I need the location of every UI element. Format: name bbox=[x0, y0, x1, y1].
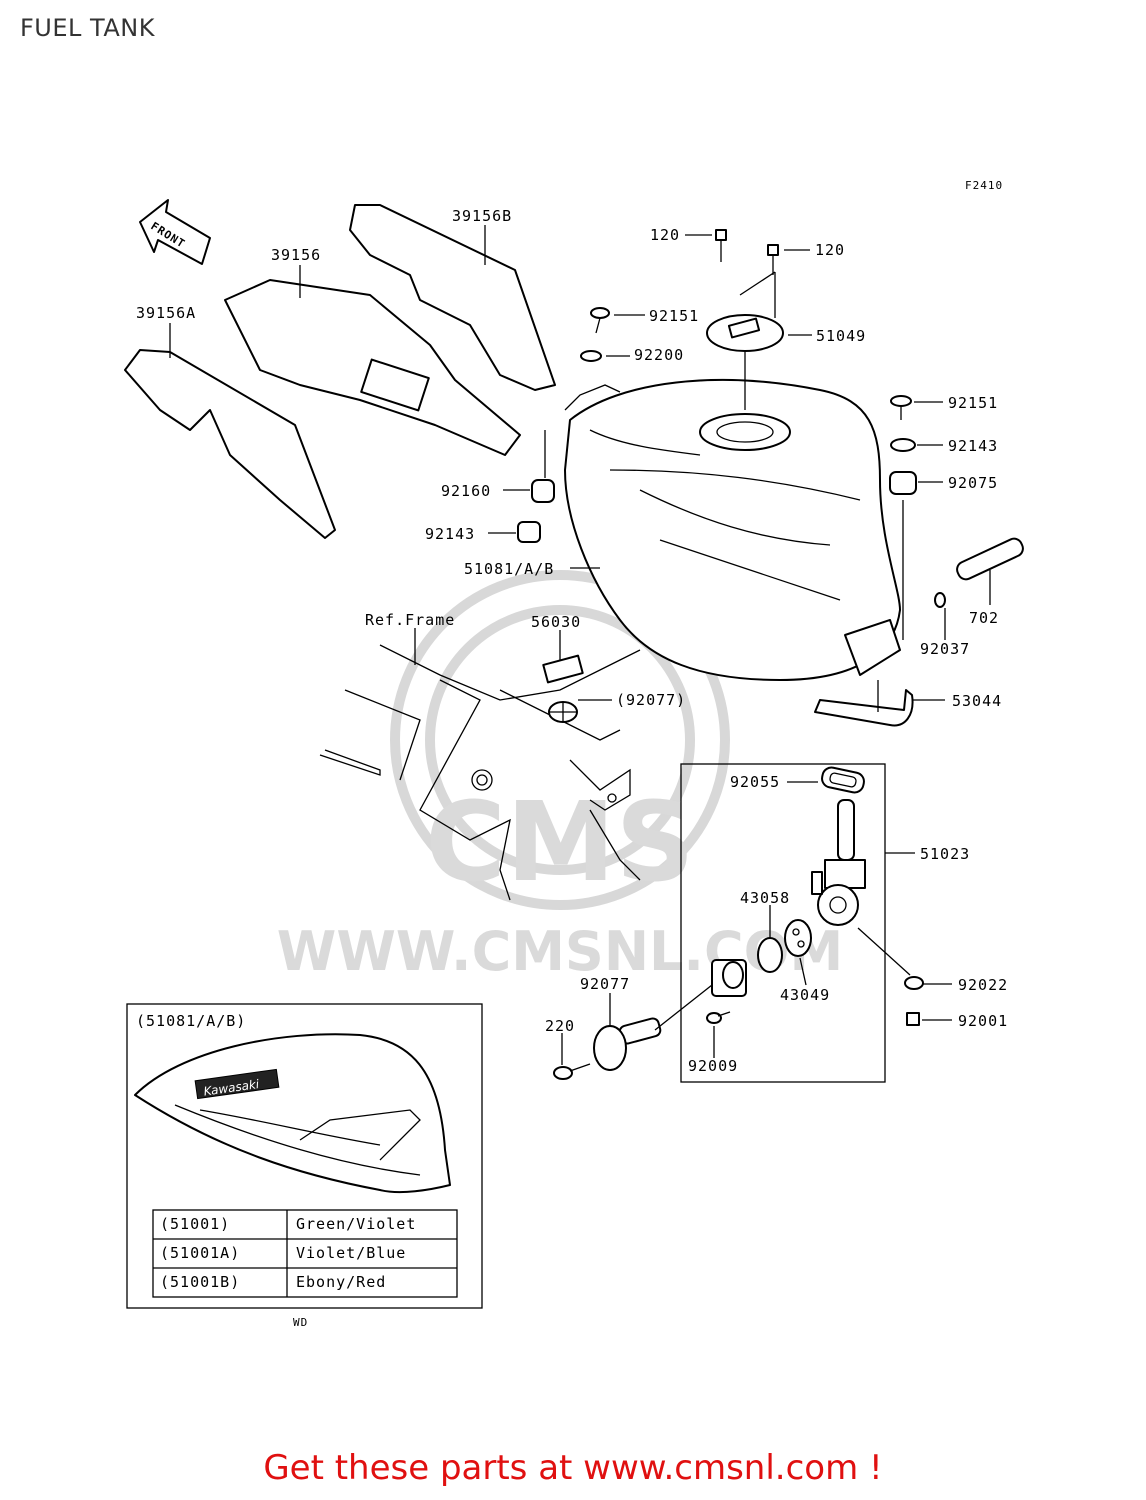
part-92037-clip bbox=[934, 592, 946, 608]
part-702-hose bbox=[956, 537, 1024, 581]
part-39156A-pad bbox=[124, 349, 336, 539]
label-92075: 92075 bbox=[948, 474, 998, 492]
fuel-tank-diagram: CMS WWW.CMSNL.COM F2410 FRONT bbox=[124, 179, 1024, 1329]
label-39156B: 39156B bbox=[452, 207, 512, 225]
label-92037: 92037 bbox=[920, 640, 970, 658]
part-51023-fuel-cock bbox=[811, 799, 866, 926]
label-51081: 51081/A/B bbox=[464, 560, 554, 578]
part-92055-gasket bbox=[821, 766, 865, 794]
part-39156B-pad bbox=[349, 204, 556, 391]
label-43058: 43058 bbox=[740, 889, 790, 907]
part-92151-bolt-right bbox=[890, 395, 912, 420]
label-92151-b: 92151 bbox=[948, 394, 998, 412]
label-92160: 92160 bbox=[441, 482, 491, 500]
color-table-color-2: Ebony/Red bbox=[296, 1273, 386, 1291]
page-title: FUEL TANK bbox=[20, 14, 155, 42]
label-120-a: 120 bbox=[650, 226, 680, 244]
part-56030-emblem bbox=[542, 654, 584, 684]
part-43058-o-ring bbox=[757, 937, 783, 973]
part-92001-bolt bbox=[906, 1012, 920, 1026]
promo-link[interactable]: Get these parts at www.cmsnl.com ! bbox=[263, 1448, 883, 1488]
part-92077-grommet-ref bbox=[548, 701, 578, 723]
watermark-url: WWW.CMSNL.COM bbox=[277, 920, 843, 983]
part-120-bolt-a bbox=[715, 229, 727, 262]
part-51049-fuel-cap bbox=[706, 314, 784, 352]
label-92022: 92022 bbox=[958, 976, 1008, 994]
part-92077-plate bbox=[711, 959, 747, 997]
figure-code: F2410 bbox=[965, 179, 1003, 192]
color-table-code-2: (51001B) bbox=[160, 1273, 240, 1291]
part-lever bbox=[593, 1017, 662, 1071]
part-39156-pad bbox=[224, 279, 521, 456]
label-92143-b: 92143 bbox=[425, 525, 475, 543]
leader-lines bbox=[169, 225, 991, 1065]
label-92077: 92077 bbox=[580, 975, 630, 993]
label-43049: 43049 bbox=[780, 986, 830, 1004]
part-92151-bolt-left bbox=[590, 307, 610, 334]
front-arrow-icon: FRONT bbox=[139, 199, 211, 265]
label-120-b: 120 bbox=[815, 241, 845, 259]
part-92143-collar-left bbox=[517, 521, 541, 543]
part-120-bolt-b bbox=[767, 244, 779, 275]
inset-title: (51081/A/B) bbox=[136, 1012, 246, 1030]
inset-footer-code: WD bbox=[293, 1316, 308, 1329]
label-56030: 56030 bbox=[531, 613, 581, 631]
label-51049: 51049 bbox=[816, 327, 866, 345]
label-92001: 92001 bbox=[958, 1012, 1008, 1030]
label-92009: 92009 bbox=[688, 1057, 738, 1075]
label-51023: 51023 bbox=[920, 845, 970, 863]
label-92143-a: 92143 bbox=[948, 437, 998, 455]
label-220: 220 bbox=[545, 1017, 575, 1035]
part-51081-fuel-tank bbox=[564, 379, 901, 681]
part-220-screw bbox=[553, 1063, 591, 1080]
part-92022-washer bbox=[904, 976, 924, 990]
color-table-color-0: Green/Violet bbox=[296, 1215, 416, 1233]
label-92151-a: 92151 bbox=[649, 307, 699, 325]
part-92160-damper bbox=[531, 479, 555, 503]
part-92143-collar-right bbox=[890, 438, 916, 452]
color-table bbox=[152, 1209, 458, 1298]
part-92200-washer bbox=[580, 350, 602, 362]
label-ref-frame: Ref.Frame bbox=[365, 611, 455, 629]
label-702: 702 bbox=[969, 609, 999, 627]
watermark-brand: CMS bbox=[425, 778, 694, 906]
label-92055: 92055 bbox=[730, 773, 780, 791]
fuel-cock-box bbox=[680, 763, 886, 1083]
part-92075-damper bbox=[889, 471, 917, 495]
reference-frame bbox=[319, 644, 641, 901]
label-92200: 92200 bbox=[634, 346, 684, 364]
cms-watermark: CMS WWW.CMSNL.COM bbox=[277, 570, 843, 983]
label-39156A: 39156A bbox=[136, 304, 196, 322]
part-43049-gasket bbox=[784, 919, 812, 957]
part-92009-screw bbox=[706, 1011, 731, 1024]
inset-51081-color-variants: (51081/A/B) Kawasaki (51001) Green/Viole… bbox=[126, 1003, 483, 1309]
part-53044-bracket bbox=[814, 689, 914, 727]
label-92077-ref: (92077) bbox=[616, 691, 686, 709]
color-table-color-1: Violet/Blue bbox=[296, 1244, 406, 1262]
kawasaki-logo bbox=[194, 1068, 280, 1100]
color-table-code-0: (51001) bbox=[160, 1215, 230, 1233]
color-table-code-1: (51001A) bbox=[160, 1244, 240, 1262]
label-39156: 39156 bbox=[271, 246, 321, 264]
label-53044: 53044 bbox=[952, 692, 1002, 710]
